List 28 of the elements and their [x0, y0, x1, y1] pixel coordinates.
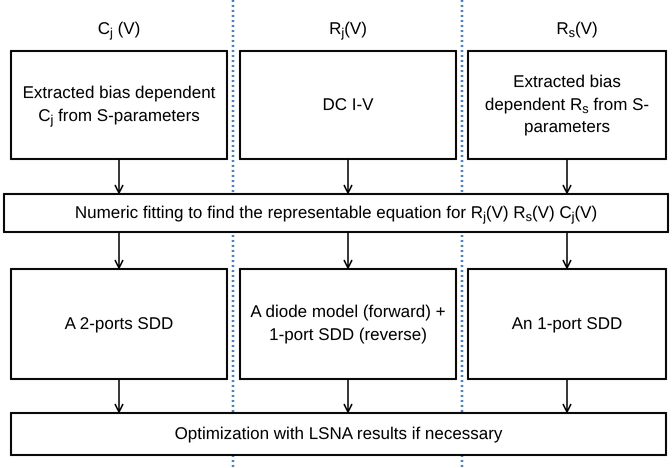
- process-box: [10, 50, 228, 160]
- box-text: Numeric fitting to find the representable equation for R$_{j}$(V) R$_{s}$(V) C$_{j}$(V): [74, 202, 598, 224]
- arrow: [343, 233, 353, 269]
- box-text: DC I-V: [322, 94, 374, 116]
- box-text: Extracted bias dependent R$_{s}$ from S-parameters: [484, 70, 650, 138]
- process-box: [467, 268, 667, 380]
- process-box: [10, 412, 667, 456]
- box-text: An 1-port SDD: [512, 312, 622, 335]
- process-box: [467, 50, 667, 160]
- box-text: A 2-ports SDD: [64, 312, 174, 335]
- arrow: [343, 380, 353, 413]
- arrow: [114, 233, 124, 269]
- arrow: [562, 233, 572, 269]
- arrow: [114, 380, 124, 413]
- arrow: [562, 160, 572, 194]
- box-text: Optimization with LSNA results if necessary: [174, 422, 502, 445]
- column-heading: R$_{j}$(V): [329, 18, 367, 42]
- process-box: [239, 50, 457, 160]
- process-box: [239, 268, 457, 380]
- process-box: [10, 268, 228, 380]
- column-heading: C$_{j}$ (V): [98, 18, 140, 42]
- box-text: Extracted bias dependent C$_{j}$ from S-parameters: [22, 82, 216, 128]
- box-text: A diode model (forward) + 1-port SDD (reverse): [249, 301, 447, 346]
- column-heading: R$_{s}$(V): [556, 18, 598, 42]
- process-box: [3, 193, 669, 233]
- arrow: [562, 380, 572, 413]
- arrow: [343, 160, 353, 194]
- arrow: [114, 160, 124, 194]
